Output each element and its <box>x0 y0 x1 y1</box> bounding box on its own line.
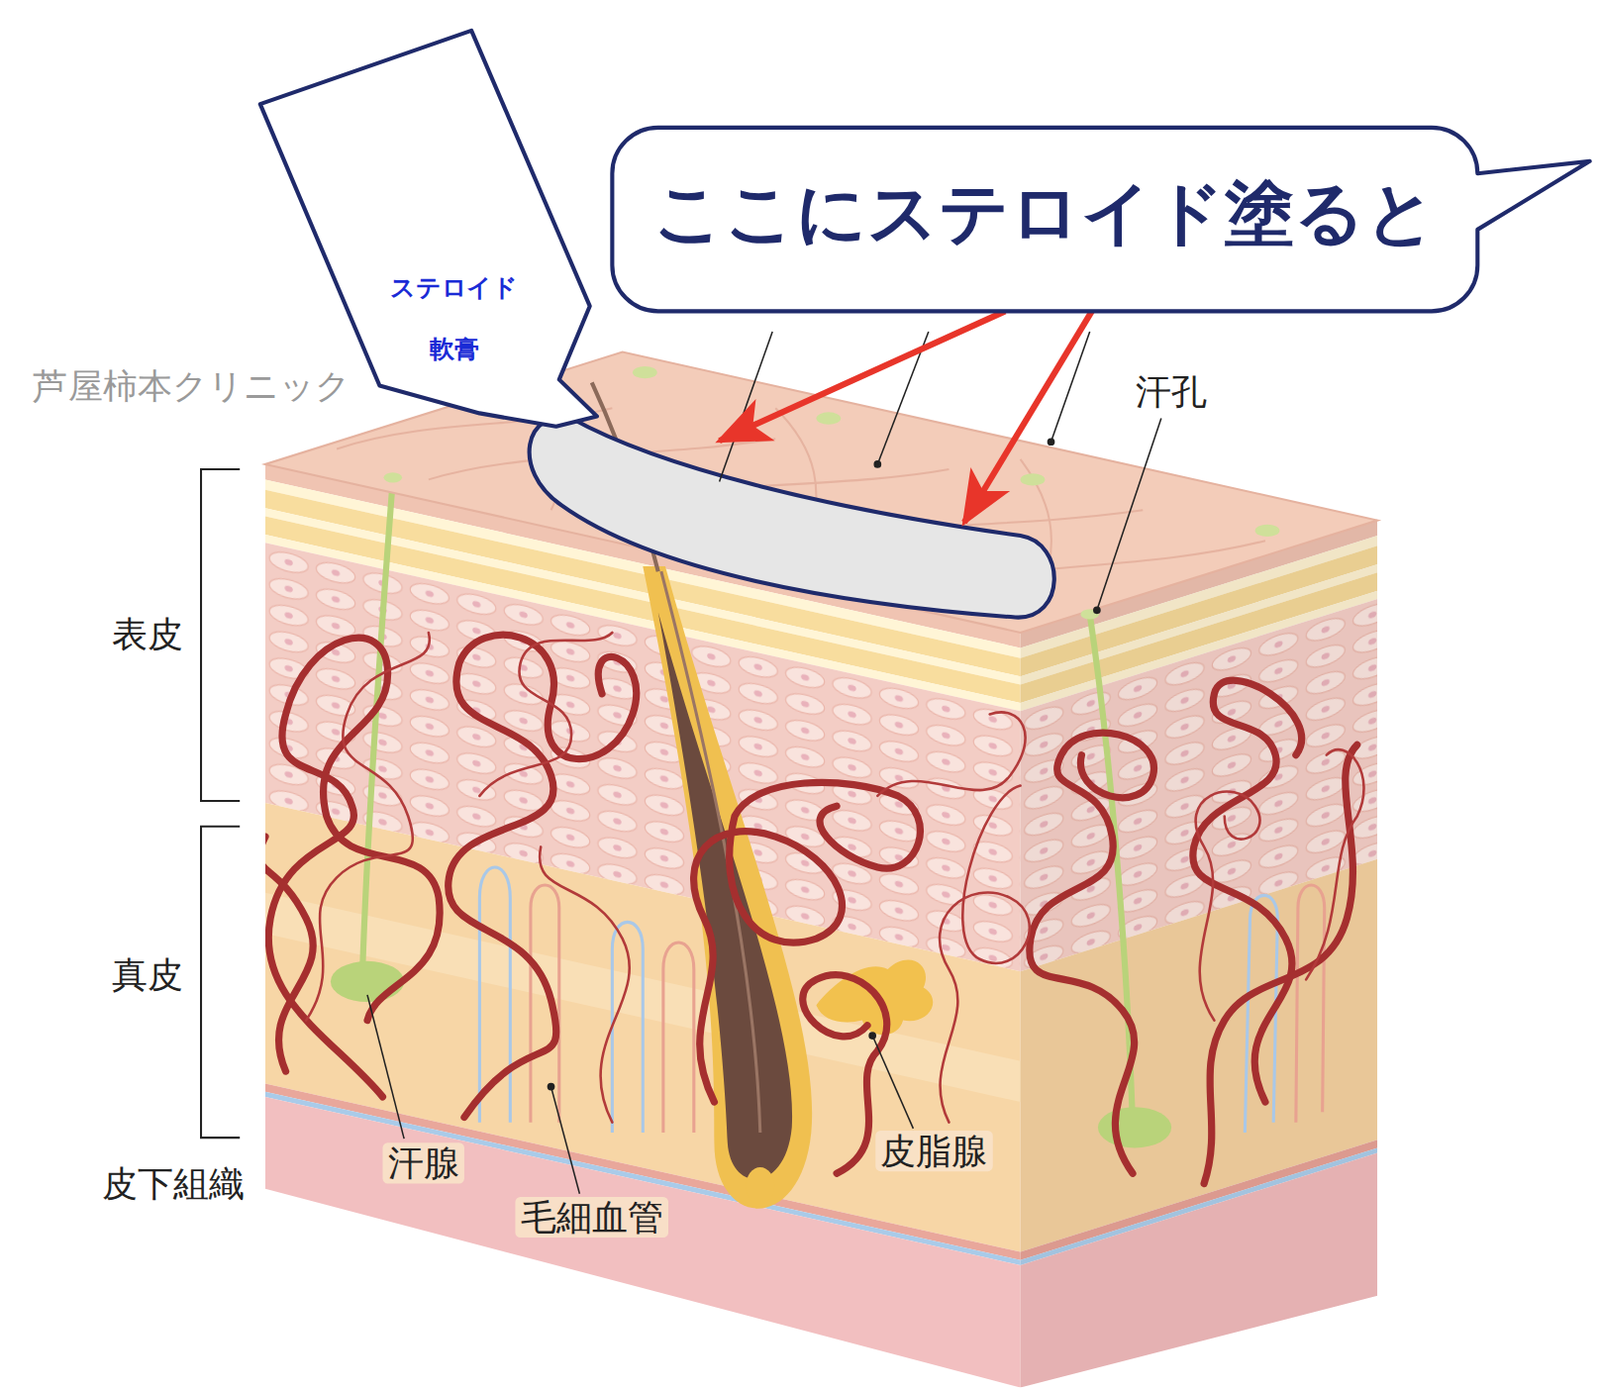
leader-line <box>719 331 774 482</box>
skin-surface <box>632 366 658 379</box>
capillary <box>1029 732 1155 1174</box>
capillary <box>802 975 888 1175</box>
skin-surface <box>815 411 841 424</box>
skin-surface <box>384 472 403 483</box>
leader-line <box>1047 438 1054 445</box>
leader-line <box>869 1032 876 1039</box>
side-layers <box>1020 520 1379 1390</box>
capillary <box>305 632 430 1021</box>
sweat-gland <box>1098 1106 1172 1148</box>
blood-vessel-loop <box>1296 885 1325 1123</box>
red-arrow <box>719 310 1006 441</box>
blood-vessel-loop <box>663 942 695 1133</box>
capillary <box>448 634 637 1117</box>
layer-label: 表皮 <box>111 613 184 655</box>
leader-line <box>367 995 404 1139</box>
hair-follicle <box>642 566 812 1209</box>
bracket <box>200 826 240 1138</box>
layer-label: 皮下組織 <box>101 1163 245 1204</box>
blood-vessel-loop <box>530 885 1325 1133</box>
sweat-gland <box>1090 613 1133 1122</box>
leader-line <box>1097 418 1162 611</box>
bracket <box>200 469 240 801</box>
capillary <box>258 836 313 1072</box>
tube-label: ステロイド 軟膏 <box>388 257 521 381</box>
leader-line <box>367 331 1162 1195</box>
leader-line <box>872 1035 913 1129</box>
skin-surface <box>1020 473 1046 486</box>
part-label: 毛細血管 <box>514 1197 669 1238</box>
capillary <box>939 786 1030 1123</box>
sweat-gland <box>362 479 394 980</box>
hair-follicle <box>661 571 761 1133</box>
hair-follicle <box>658 611 793 1180</box>
layer-label: 真皮 <box>111 954 184 996</box>
side-layers <box>1020 520 1379 1390</box>
capillary <box>1193 680 1302 1102</box>
capillary <box>1305 749 1364 980</box>
front-layers <box>265 1097 1021 1390</box>
bubble-text: ここにステロイド塗ると <box>653 171 1438 255</box>
capillary <box>1203 744 1358 1184</box>
skin-surface <box>1255 524 1281 537</box>
red-arrow <box>964 310 1093 522</box>
red-arrow <box>719 310 1093 522</box>
hair-follicle <box>642 566 812 1209</box>
part-label: 皮脂腺 <box>875 1130 994 1172</box>
bracket <box>200 469 240 1138</box>
skin-block <box>258 464 1378 1390</box>
capillary <box>877 711 1025 796</box>
capillary <box>1196 792 1261 1021</box>
watermark: 芦屋柿本クリニック <box>32 365 351 405</box>
ointment <box>529 416 1055 617</box>
leader-line <box>1094 606 1100 613</box>
capillary <box>694 782 921 1102</box>
capillary <box>305 632 1364 1123</box>
bubble-outline <box>611 127 1590 312</box>
leader-line <box>874 461 881 468</box>
speech-bubble: ここにステロイド塗ると <box>611 127 1478 312</box>
capillary <box>258 634 1357 1184</box>
capillary <box>268 637 440 1098</box>
hair-follicle <box>745 1167 775 1204</box>
capillary <box>479 632 612 797</box>
leader-line <box>547 1083 554 1090</box>
capillary <box>539 846 630 1122</box>
part-label: 汗腺 <box>382 1142 464 1184</box>
part-label: 汗孔 <box>1135 371 1207 412</box>
leader-line <box>551 1087 581 1195</box>
